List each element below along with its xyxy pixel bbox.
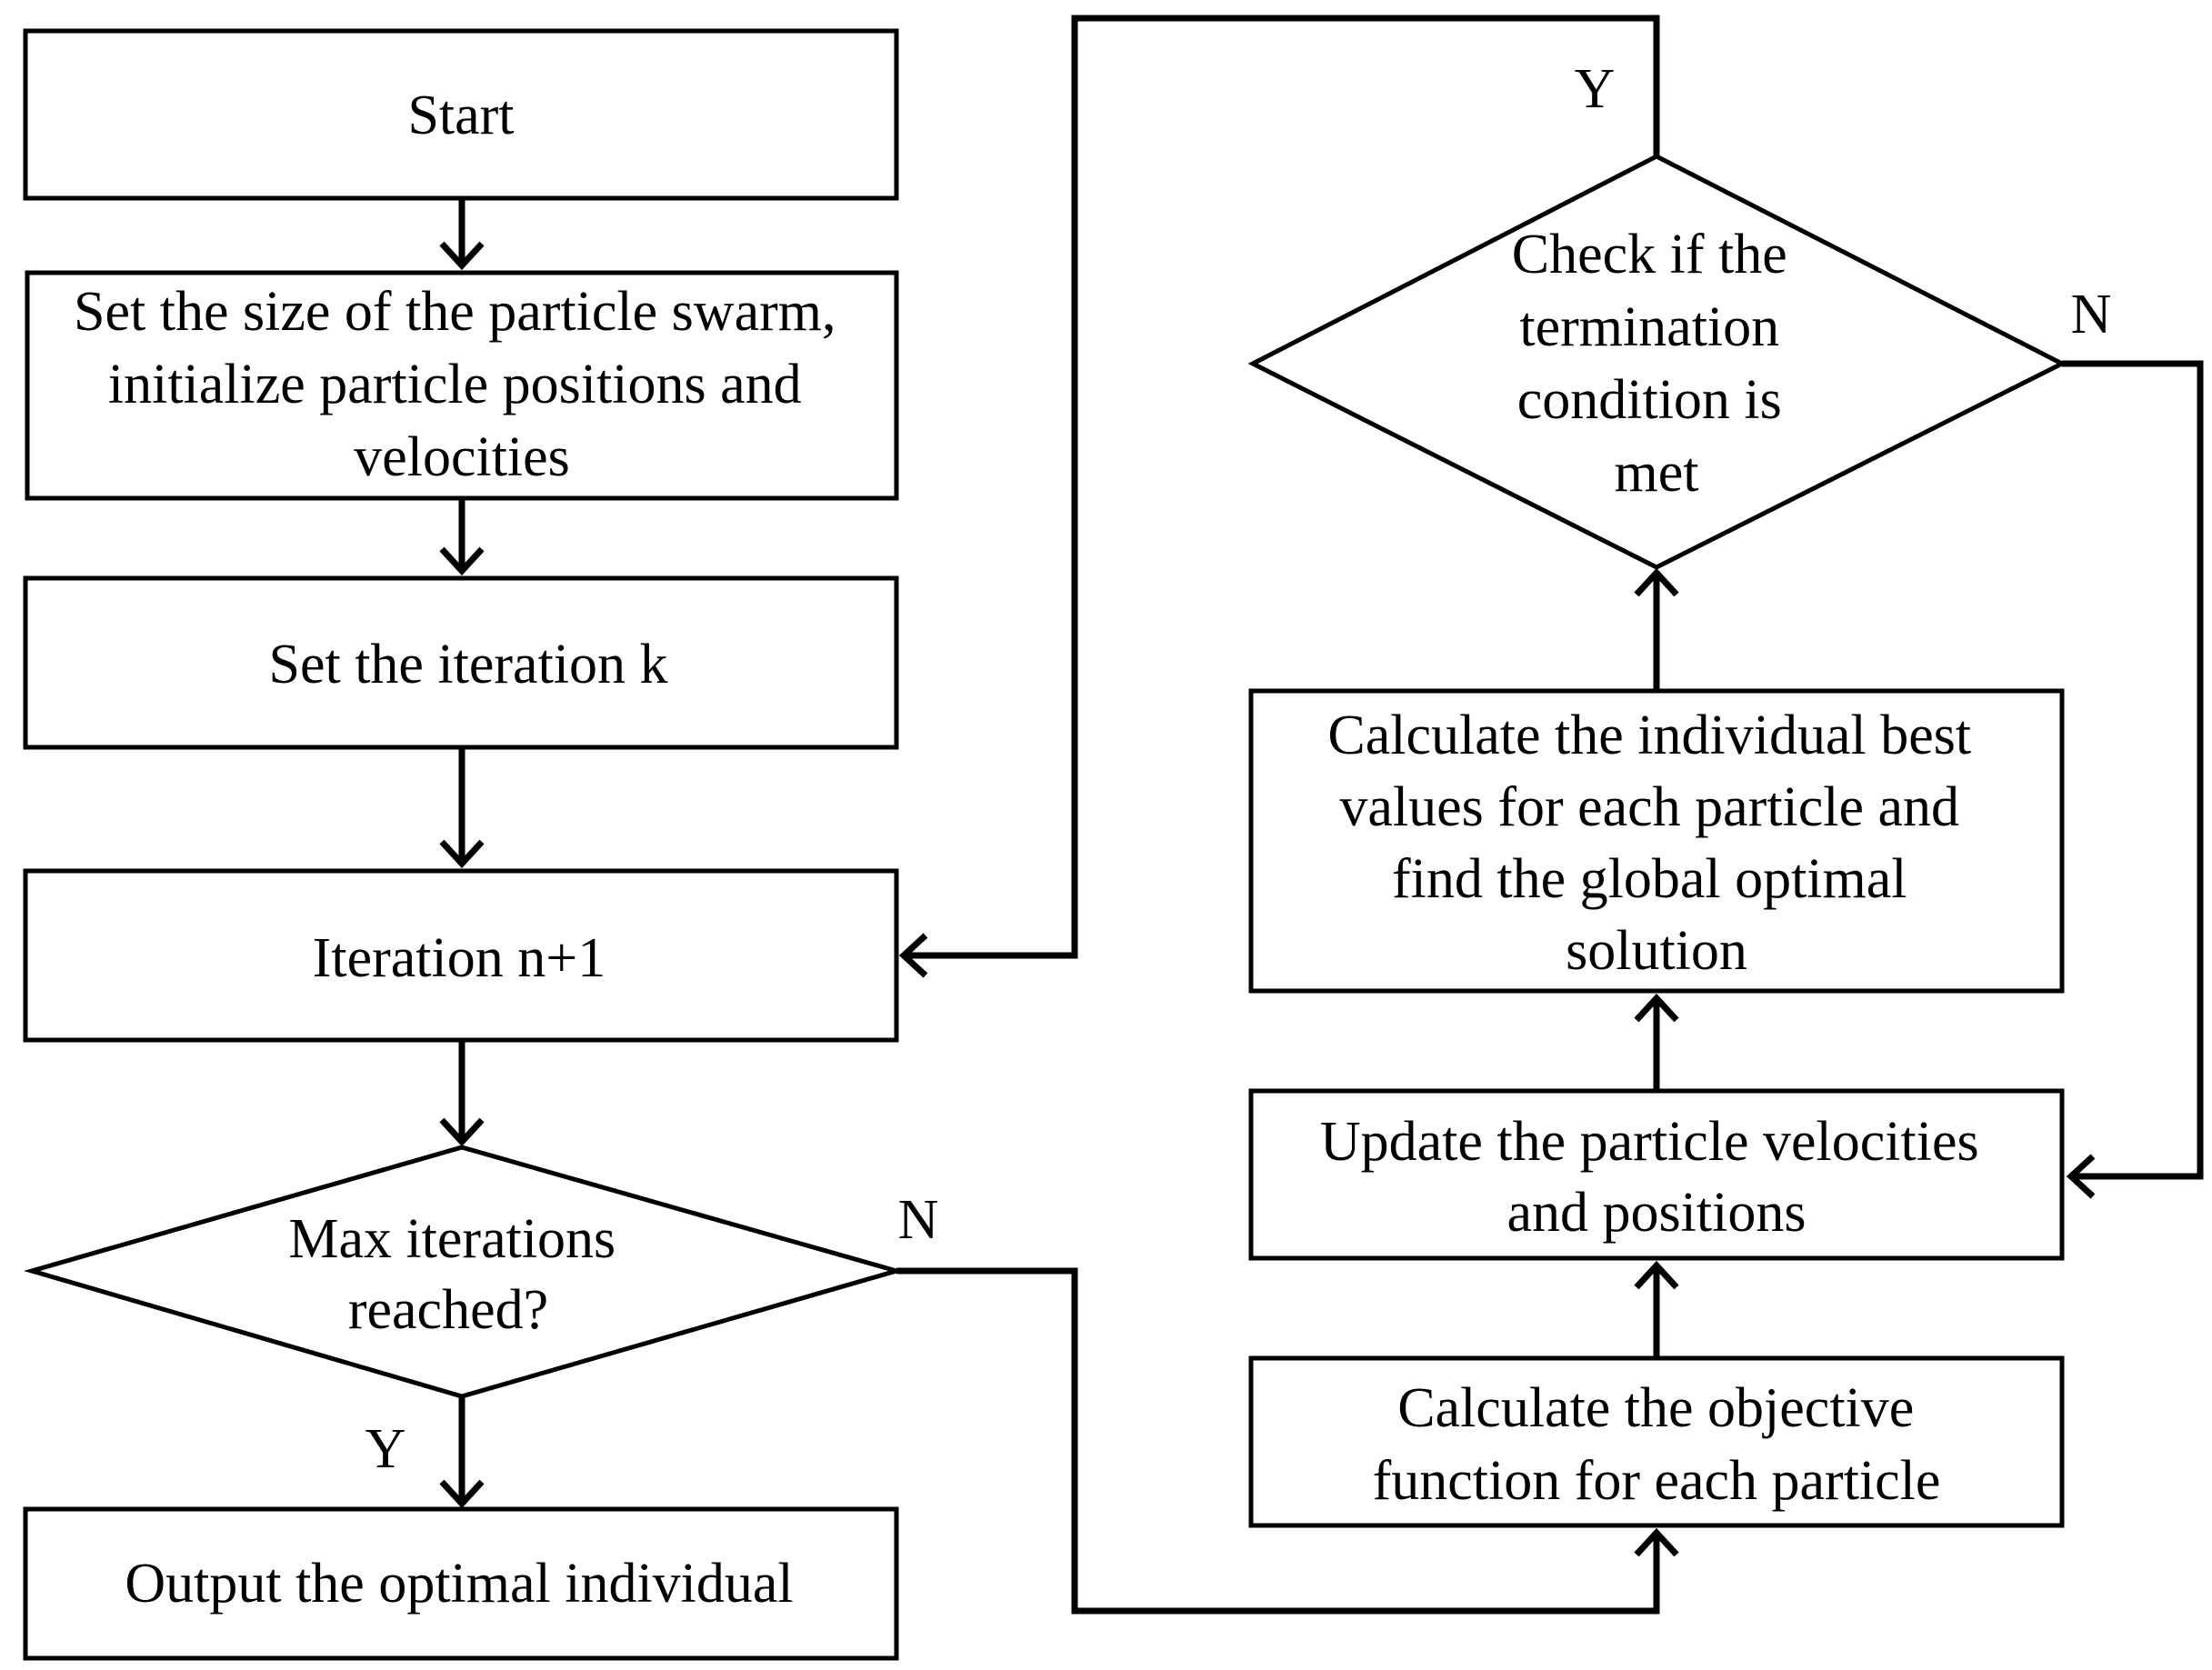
termination-yes-label: Y (1575, 58, 1616, 120)
start-label: Start (407, 85, 514, 146)
arrow-update-to-best-values (1634, 993, 1679, 1091)
arrow-start-to-init (439, 198, 485, 271)
arrow-termination-no-to-update (2062, 360, 2204, 1199)
output-box (23, 1506, 899, 1661)
max-iterations-label: Max iterations reached? (288, 1208, 629, 1341)
max-no-label: N (898, 1189, 939, 1251)
output-label: Output the optimal individual (125, 1553, 793, 1615)
arrow-set-iteration-to-iteration (439, 747, 485, 869)
termination-label: Check if the termination condition is me… (1512, 224, 1802, 504)
arrow-max-check-yes-to-output (439, 1396, 485, 1509)
max-yes-label: Y (365, 1418, 406, 1480)
arrow-iteration-to-max-check (439, 1040, 485, 1147)
init-label: Set the size of the particle swarm, init… (74, 281, 850, 488)
arrow-max-check-no-to-objective (896, 1267, 1679, 1615)
arrow-best-values-to-termination (1634, 567, 1679, 691)
max-iterations-decision (24, 1145, 906, 1399)
start-box (23, 28, 899, 201)
update-box (1248, 1088, 2065, 1261)
arrow-init-to-set-iteration (439, 498, 485, 576)
best-values-box (1248, 688, 2065, 994)
objective-label: Calculate the objective function for eac… (1373, 1377, 1941, 1512)
init-box (25, 270, 899, 501)
termination-no-label: N (2071, 284, 2112, 345)
termination-decision (1247, 154, 2067, 570)
objective-box (1248, 1355, 2065, 1528)
best-values-label: Calculate the individual best values for… (1327, 705, 1985, 982)
update-label: Update the particle velocities and posit… (1320, 1111, 1993, 1244)
set-iteration-label: Set the iteration k (268, 634, 667, 695)
arrow-termination-yes-to-iteration (898, 15, 1660, 978)
arrow-objective-to-update (1634, 1260, 1679, 1358)
iteration-label: Iteration n+1 (313, 927, 606, 989)
